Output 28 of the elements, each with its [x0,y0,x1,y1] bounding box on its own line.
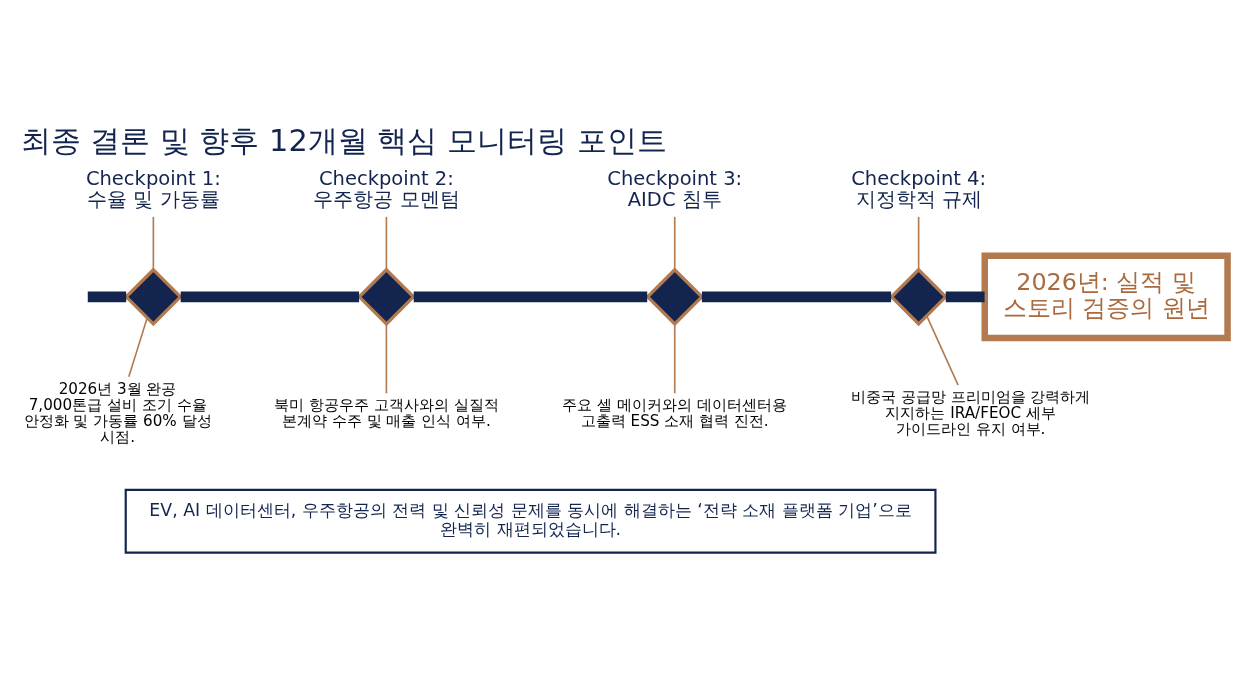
connector [673,215,676,271]
connector [87,290,127,302]
node-text: Checkpoint 3: AIDC 침투 [607,166,743,211]
connector [180,290,360,302]
node-diamond [889,266,949,326]
connector [385,215,388,271]
connector [673,322,676,394]
connector [128,316,148,378]
diagram-title: 최종 결론 및 향후 12개월 핵심 모니터링 포인트 [20,122,667,158]
node-text: 주요 셀 메이커와의 데이터센터용 고출력 ESS 소재 협력 진전. [562,395,787,430]
connector [917,215,920,271]
node-box: 2026년: 실적 및 스토리 검증의 원년 [981,251,1231,341]
connector [413,290,648,302]
connector [701,290,892,302]
node-box: EV, AI 데이터센터, 우주항공의 전력 및 신뢰성 문제를 동시에 해결하는 ‘전략 소재 플랫폼 기업’으로 완벽히 재편되었습니다. [124,488,937,554]
node-text: Checkpoint 4: 지정학적 규제 [851,166,987,211]
node-diamond [123,266,183,326]
node-text: 북미 항공우주 고객사와의 실질적 본계약 수주 및 매출 인식 여부. [274,395,499,430]
node-text: Checkpoint 1: 수율 및 가동률 [85,166,221,211]
connector [152,215,155,271]
connector [925,314,959,386]
node-text: Checkpoint 2: 우주항공 모멘텀 [313,166,460,211]
node-text: 비중국 공급망 프리미엄을 강력하게 지지하는 IRA/FEOC 세부 가이드라인 유지 여부. [850,387,1091,438]
connector [385,322,388,394]
node-diamond [645,266,705,326]
node-diamond [357,266,416,326]
connector [945,290,985,302]
node-text: 2026년 3월 완공 7,000톤급 설비 조기 수율 안정화 및 가동률 60% 달성 시점. [23,379,212,446]
